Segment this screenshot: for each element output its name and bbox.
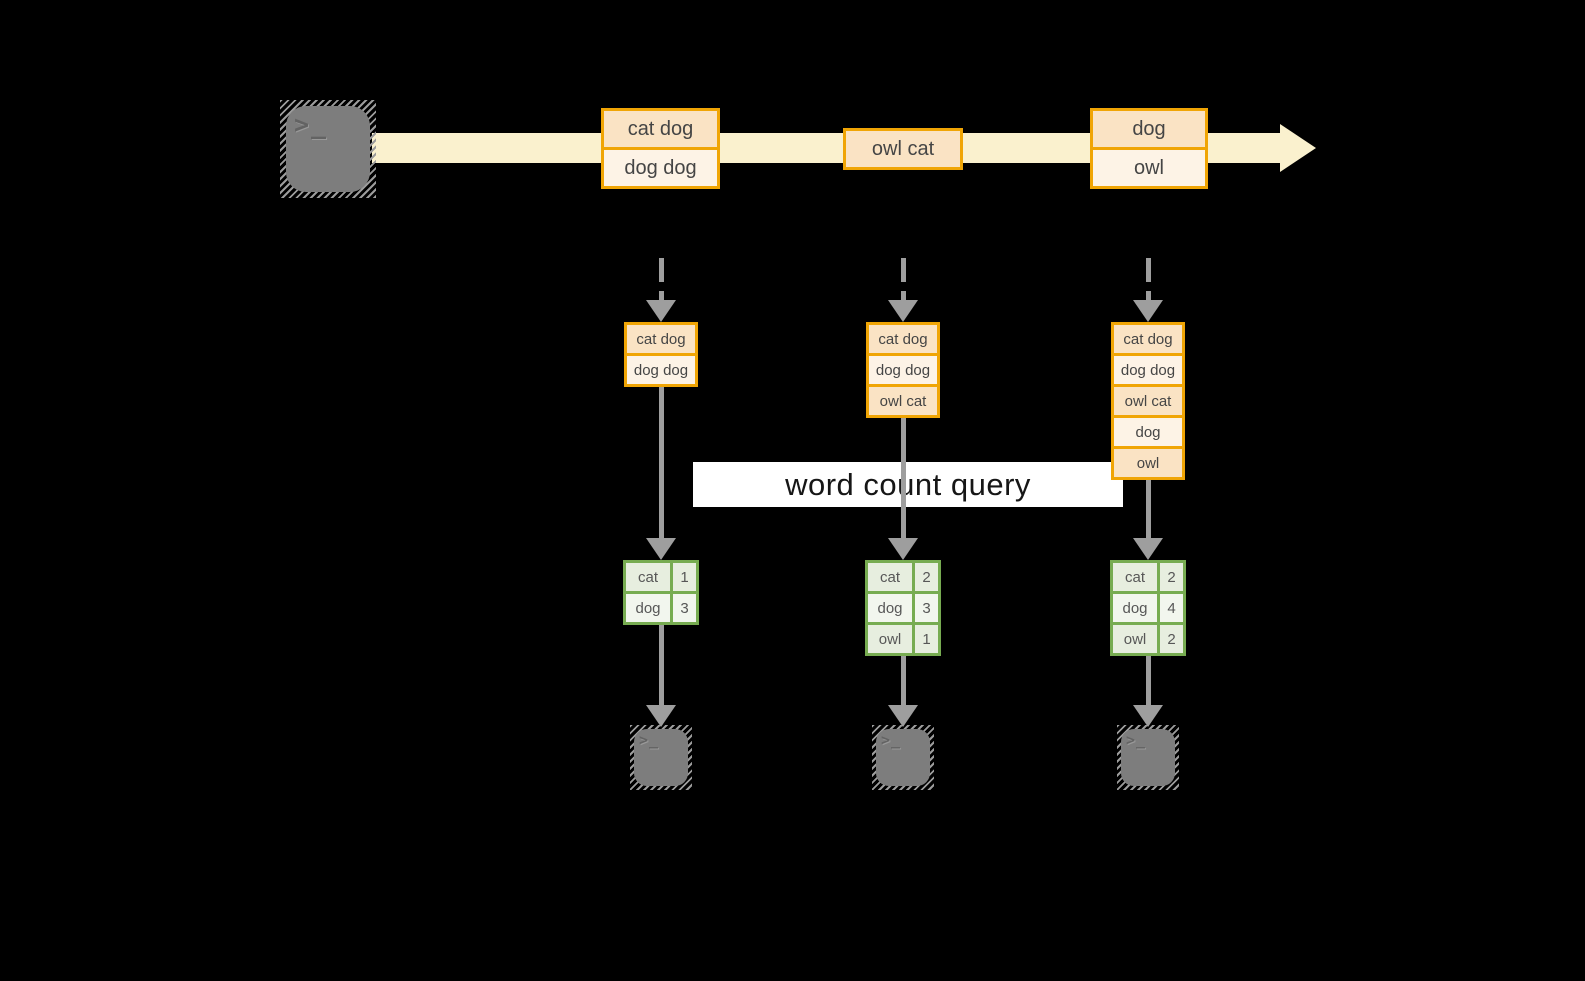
stream-message-3: dog owl [1090, 108, 1208, 189]
stream-message-2: owl cat [843, 128, 963, 170]
word-cell: cat [868, 563, 912, 591]
stream-message-1: cat dog dog dog [601, 108, 720, 189]
dashed-line [900, 258, 906, 300]
count-cell: 2 [915, 563, 938, 591]
buffer-line: owl cat [1114, 387, 1182, 415]
query-banner-label: word count query [785, 466, 1031, 502]
word-cell: dog [868, 594, 912, 622]
terminal-body [634, 729, 688, 786]
word-cell: dog [626, 594, 670, 622]
word-count-table-1: cat 1 dog 3 [623, 560, 699, 625]
message-line: dog [1093, 111, 1205, 147]
connector-line [901, 418, 906, 538]
buffer-line: dog dog [869, 356, 937, 384]
arrowhead [888, 538, 918, 560]
terminal-body [1121, 729, 1175, 786]
sink-terminal-icon-2: >_ [872, 725, 934, 790]
buffer-line: dog [1114, 418, 1182, 446]
arrowhead [646, 538, 676, 560]
terminal-prompt-icon: >_ [881, 731, 902, 749]
source-terminal-icon: >_ [280, 100, 376, 198]
stream-band-arrowhead [1280, 124, 1316, 172]
message-line: owl [1093, 150, 1205, 186]
word-cell: owl [868, 625, 912, 653]
word-cell: cat [626, 563, 670, 591]
buffer-line: dog dog [627, 356, 695, 384]
message-buffer-1: cat dog dog dog [624, 322, 698, 387]
sink-terminal-icon-3: >_ [1117, 725, 1179, 790]
connector-line [1146, 656, 1151, 705]
message-buffer-2: cat dog dog dog owl cat [866, 322, 940, 418]
dashed-arrow-down-icon [1133, 258, 1163, 322]
buffer-line: owl cat [869, 387, 937, 415]
sink-terminal-icon-1: >_ [630, 725, 692, 790]
arrowhead [1133, 300, 1163, 322]
connector-line [659, 625, 664, 705]
terminal-body [286, 106, 370, 192]
query-banner: word count query [693, 462, 1123, 507]
word-count-table-2: cat 2 dog 3 owl 1 [865, 560, 941, 656]
connector-line [1146, 480, 1151, 538]
arrowhead [646, 705, 676, 727]
buffer-line: cat dog [1114, 325, 1182, 353]
arrowhead [888, 300, 918, 322]
count-cell: 3 [915, 594, 938, 622]
arrowhead [1133, 705, 1163, 727]
connector-line [901, 656, 906, 705]
dashed-arrow-down-icon [646, 258, 676, 322]
terminal-prompt-icon: >_ [294, 110, 329, 139]
count-cell: 2 [1160, 625, 1183, 653]
message-buffer-3: cat dog dog dog owl cat dog owl [1111, 322, 1185, 480]
terminal-prompt-icon: >_ [639, 731, 660, 749]
buffer-line: cat dog [869, 325, 937, 353]
arrowhead [646, 300, 676, 322]
word-cell: cat [1113, 563, 1157, 591]
word-cell: dog [1113, 594, 1157, 622]
buffer-line: owl [1114, 449, 1182, 477]
count-cell: 2 [1160, 563, 1183, 591]
count-cell: 3 [673, 594, 696, 622]
count-cell: 4 [1160, 594, 1183, 622]
dashed-line [658, 258, 664, 300]
count-cell: 1 [673, 563, 696, 591]
terminal-body [876, 729, 930, 786]
message-line: owl cat [846, 131, 960, 167]
message-line: dog dog [604, 150, 717, 186]
dashed-arrow-down-icon [888, 258, 918, 322]
buffer-line: dog dog [1114, 356, 1182, 384]
buffer-line: cat dog [627, 325, 695, 353]
word-count-table-3: cat 2 dog 4 owl 2 [1110, 560, 1186, 656]
arrowhead [1133, 538, 1163, 560]
dashed-line [1145, 258, 1151, 300]
terminal-prompt-icon: >_ [1126, 731, 1147, 749]
message-line: cat dog [604, 111, 717, 147]
word-cell: owl [1113, 625, 1157, 653]
count-cell: 1 [915, 625, 938, 653]
arrowhead [888, 705, 918, 727]
connector-line [659, 387, 664, 538]
